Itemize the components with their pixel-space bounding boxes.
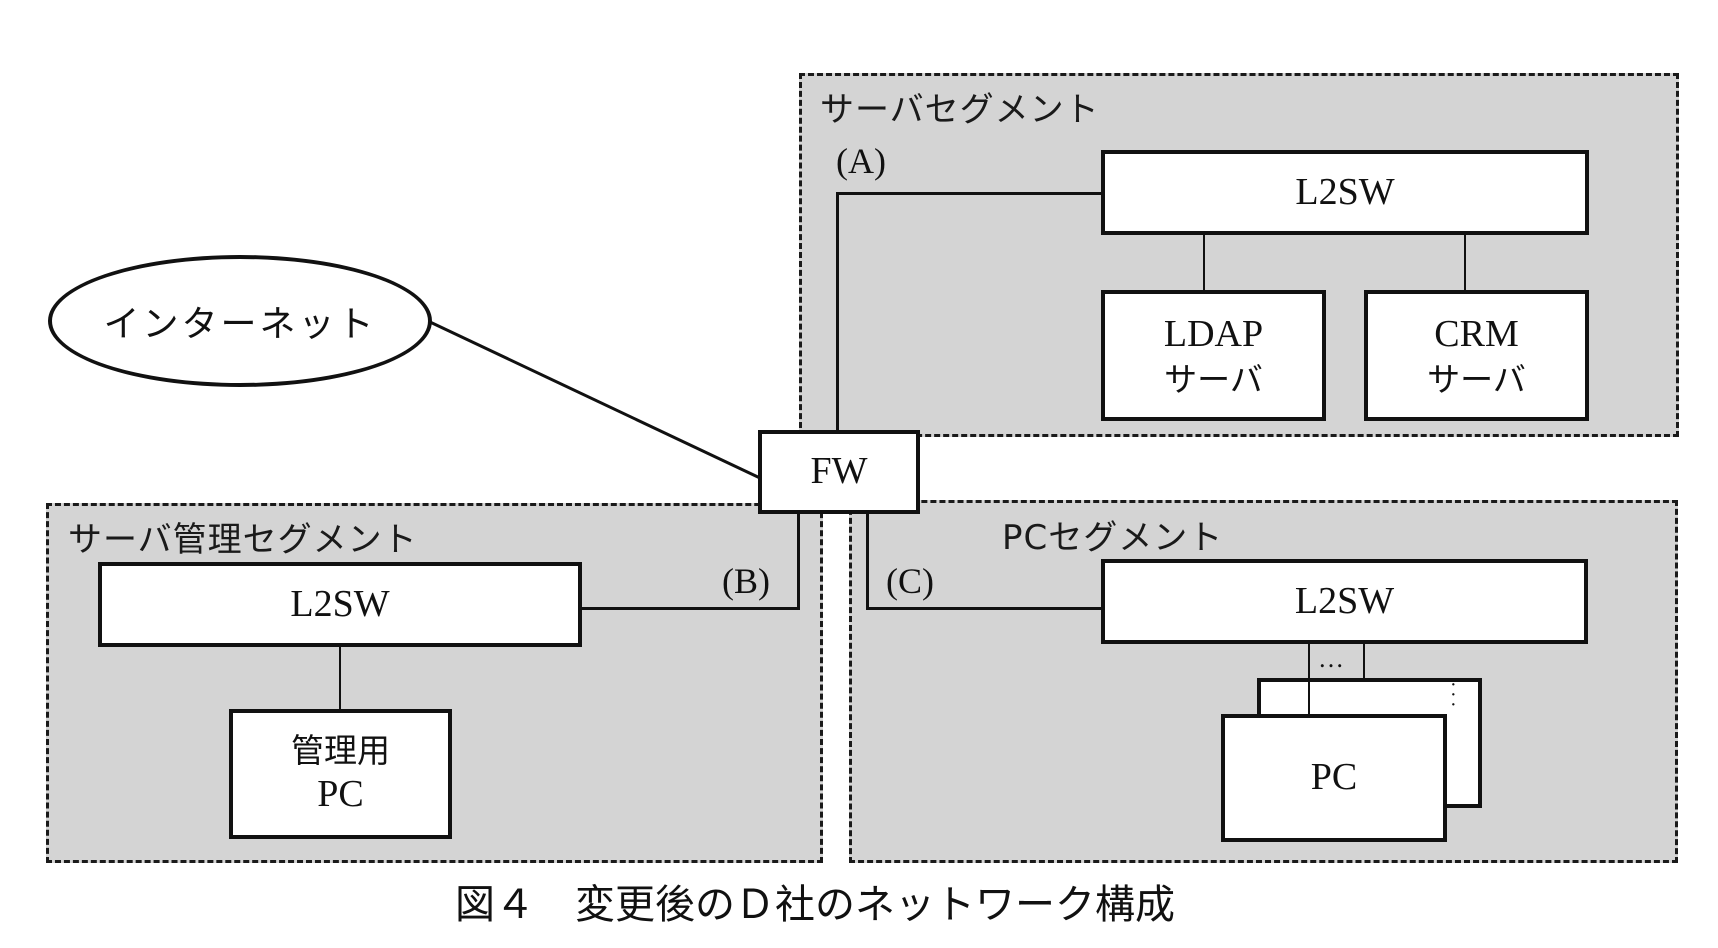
server-l2sw-label: L2SW xyxy=(1295,170,1395,213)
link-a-vertical xyxy=(836,192,839,432)
firewall-label: FW xyxy=(810,450,868,493)
crm-server-name: CRM xyxy=(1434,313,1519,356)
crm-server-type: サーバ xyxy=(1427,359,1526,399)
server-l2sw: L2SW xyxy=(1101,150,1589,235)
firewall: FW xyxy=(758,430,920,514)
mgmt-l2sw-label: L2SW xyxy=(290,582,390,625)
more-ports-ellipsis: … xyxy=(1318,644,1344,673)
internet-cloud: インターネット xyxy=(48,255,432,387)
link-b-horizontal xyxy=(580,607,800,610)
pc-front: PC xyxy=(1221,714,1447,842)
pc-segment-label: PCセグメント xyxy=(1002,518,1224,558)
ldap-server-name: LDAP xyxy=(1163,313,1264,356)
mgmt-pc: 管理用 PC xyxy=(229,709,452,839)
link-tag-a: (A) xyxy=(836,141,886,181)
mgmt-pc-line1: 管理用 xyxy=(291,730,390,770)
ldap-server-type: サーバ xyxy=(1164,359,1263,399)
link-pc-l2sw-back xyxy=(1363,642,1365,680)
mgmt-pc-line2: PC xyxy=(317,772,364,815)
pc-l2sw: L2SW xyxy=(1101,559,1588,644)
mgmt-l2sw: L2SW xyxy=(98,562,582,647)
link-pc-front-overlay xyxy=(1308,680,1310,716)
server-mgmt-segment-label: サーバ管理セグメント xyxy=(68,520,418,560)
link-b-vertical xyxy=(797,512,800,610)
link-tag-c: (C) xyxy=(886,561,934,601)
link-mgmt-l2sw-pc xyxy=(339,645,341,710)
pc-stack-dots: ··· xyxy=(1450,674,1457,716)
ldap-server: LDAP サーバ xyxy=(1101,290,1326,421)
internet-label: インターネット xyxy=(103,304,377,345)
pc-label: PC xyxy=(1310,756,1358,799)
link-l2sw-ldap xyxy=(1203,233,1205,291)
link-c-horizontal xyxy=(866,607,1102,610)
pc-l2sw-label: L2SW xyxy=(1294,579,1395,622)
link-tag-b: (B) xyxy=(722,561,770,601)
crm-server: CRM サーバ xyxy=(1364,290,1589,421)
figure-caption: 図４ 変更後のＤ社のネットワーク構成 xyxy=(455,882,1175,928)
server-segment-label: サーバセグメント xyxy=(820,90,1100,130)
link-a-horizontal xyxy=(836,192,1104,195)
internet-fw-line xyxy=(429,320,761,480)
link-c-vertical xyxy=(866,512,869,610)
link-l2sw-crm xyxy=(1464,233,1466,291)
